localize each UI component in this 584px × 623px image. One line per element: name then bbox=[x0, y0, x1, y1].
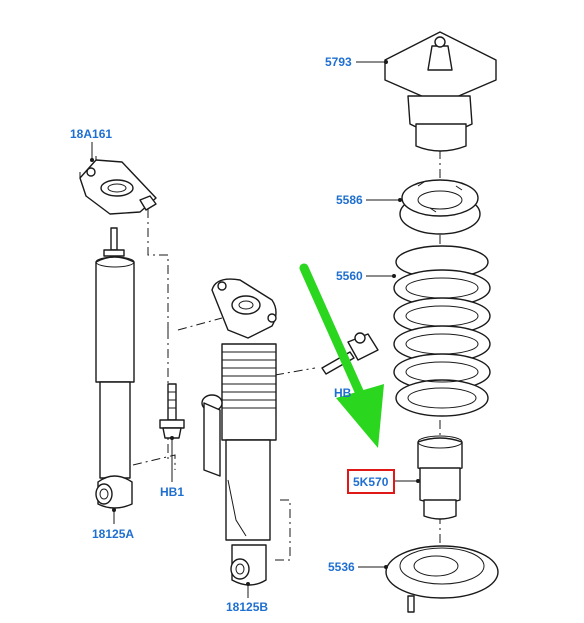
spring-seat-5586 bbox=[399, 179, 481, 235]
leader-lines bbox=[90, 60, 420, 598]
right-shock-absorber bbox=[201, 278, 277, 586]
label-5536: 5536 bbox=[328, 560, 355, 574]
label-5586: 5586 bbox=[336, 193, 363, 207]
label-hb1: HB1 bbox=[160, 485, 184, 499]
label-hb: HB bbox=[334, 386, 352, 400]
bolt-hb bbox=[321, 332, 379, 375]
label-18125B: 18125B bbox=[226, 600, 268, 614]
lower-seat-5536 bbox=[385, 545, 499, 613]
bolt-hb1 bbox=[159, 383, 185, 439]
label-5K570: 5K570 bbox=[353, 475, 389, 489]
coil-spring-5560 bbox=[393, 245, 491, 417]
label-5560: 5560 bbox=[336, 269, 363, 283]
upper-mount-5793 bbox=[384, 31, 497, 152]
label-5793: 5793 bbox=[325, 55, 352, 69]
bump-stop-5K570 bbox=[417, 435, 463, 520]
green-pointer-arrow-icon bbox=[299, 263, 384, 448]
label-18125A: 18125A bbox=[92, 527, 134, 541]
left-top-mount bbox=[79, 156, 157, 215]
label-18A161: 18A161 bbox=[70, 127, 112, 141]
highlight-box bbox=[347, 469, 395, 494]
callout-labels: 18A161 5793 5586 5560 HB 5K570 HB1 18125… bbox=[70, 55, 389, 614]
left-shock-absorber bbox=[95, 227, 135, 509]
